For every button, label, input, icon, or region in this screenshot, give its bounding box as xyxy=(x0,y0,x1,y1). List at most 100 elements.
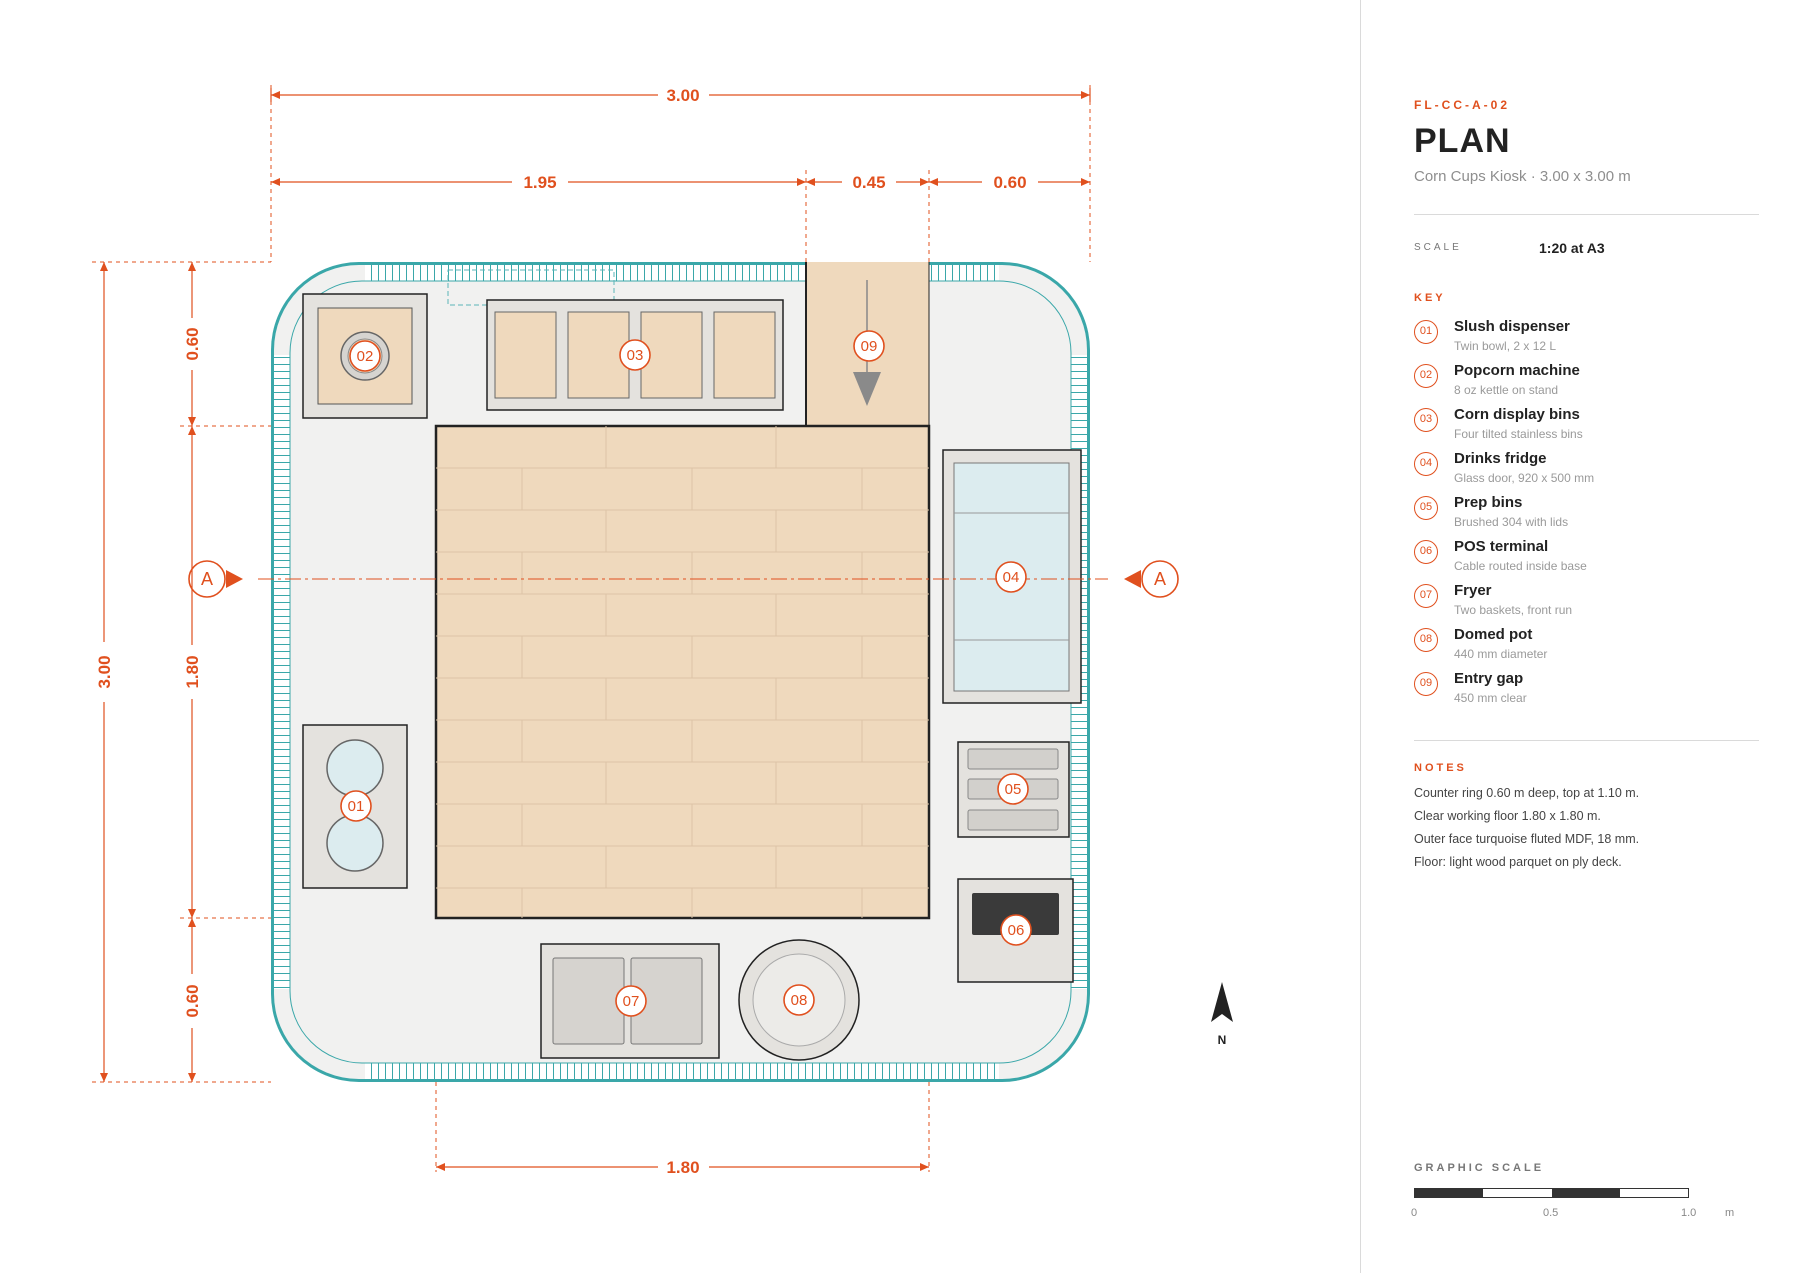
key-label: Domed pot xyxy=(1454,626,1533,643)
fluted-face-top-left xyxy=(365,265,805,281)
working-floor xyxy=(434,262,931,920)
key-label: Prep bins xyxy=(1454,494,1523,511)
graphic-scale-label: GRAPHIC SCALE xyxy=(1414,1162,1545,1174)
dim-top-segment-3: 0.60 xyxy=(993,173,1026,192)
key-item: 06 POS terminal Cable routed inside base xyxy=(1414,538,1754,580)
tag-09: 09 xyxy=(853,330,885,362)
tag-04: 04 xyxy=(995,561,1027,593)
key-item: 08 Domed pot 440 mm diameter xyxy=(1414,626,1754,668)
corn-display-bins xyxy=(486,299,784,411)
key-item: 03 Corn display bins Four tilted stainle… xyxy=(1414,406,1754,448)
tag-02: 02 xyxy=(349,340,381,372)
graphic-scale-tick: 1.0 xyxy=(1681,1207,1697,1219)
svg-text:02: 02 xyxy=(357,348,374,365)
key-desc: Glass door, 920 x 500 mm xyxy=(1454,471,1595,485)
note-line: Floor: light wood parquet on ply deck. xyxy=(1414,855,1622,869)
sheet-subtitle: Corn Cups Kiosk · 3.00 x 3.00 m xyxy=(1414,168,1631,185)
key-badge: 09 xyxy=(1414,672,1438,696)
key-badge: 06 xyxy=(1414,540,1438,564)
tag-07: 07 xyxy=(615,985,647,1017)
svg-text:01: 01 xyxy=(348,798,365,815)
divider xyxy=(1414,214,1759,215)
sheet-title: PLAN xyxy=(1414,122,1511,160)
north-label: N xyxy=(1218,1033,1227,1047)
svg-text:06: 06 xyxy=(1008,922,1025,939)
key-label: POS terminal xyxy=(1454,538,1549,555)
key-item: 04 Drinks fridge Glass door, 920 x 500 m… xyxy=(1414,450,1754,492)
key-badge: 05 xyxy=(1414,496,1438,520)
tag-03: 03 xyxy=(619,339,651,371)
key-badge: 02 xyxy=(1414,364,1438,388)
key-badge: 04 xyxy=(1414,452,1438,476)
dim-top-segment-2: 0.45 xyxy=(852,173,885,192)
graphic-scale-unit: m xyxy=(1725,1207,1735,1219)
fluted-face-top-right xyxy=(929,265,999,281)
note-line: Outer face turquoise fluted MDF, 18 mm. xyxy=(1414,832,1640,846)
section-arrow-left-icon xyxy=(226,570,243,588)
dim-left-overall: 3.00 xyxy=(95,655,114,688)
tag-01: 01 xyxy=(340,790,372,822)
sheet-code: FL-CC-A-02 xyxy=(1414,98,1510,112)
key-badge: 07 xyxy=(1414,584,1438,608)
key-badge: 03 xyxy=(1414,408,1438,432)
svg-text:09: 09 xyxy=(861,338,878,355)
key-label: Popcorn machine xyxy=(1454,362,1580,379)
tag-05: 05 xyxy=(997,773,1029,805)
graphic-scale-bar xyxy=(1414,1188,1689,1198)
scale-value: 1:20 at A3 xyxy=(1539,240,1605,256)
extension-lines xyxy=(92,85,1091,1172)
pos-terminal xyxy=(957,878,1074,983)
key-desc: Two baskets, front run xyxy=(1454,603,1573,617)
section-line: A A xyxy=(188,560,1179,598)
section-arrow-right-icon xyxy=(1124,570,1141,588)
svg-text:07: 07 xyxy=(623,993,640,1010)
divider xyxy=(1414,740,1759,741)
dim-left-segment-3: 0.60 xyxy=(183,984,202,1017)
dimension-lines xyxy=(100,88,1091,1171)
key-desc: 450 mm clear xyxy=(1454,691,1527,705)
key-label: Entry gap xyxy=(1454,670,1524,687)
svg-text:04: 04 xyxy=(1003,569,1020,586)
key-label: Slush dispenser xyxy=(1454,318,1570,335)
key-desc: Twin bowl, 2 x 12 L xyxy=(1454,339,1557,353)
fluted-face-bottom xyxy=(365,1063,999,1079)
key-desc: Four tilted stainless bins xyxy=(1454,427,1583,441)
key-badge: 08 xyxy=(1414,628,1438,652)
fluted-face-left xyxy=(274,355,290,989)
svg-text:08: 08 xyxy=(791,992,808,1009)
key-desc: 440 mm diameter xyxy=(1454,647,1548,661)
north-arrow-icon xyxy=(1211,982,1233,1022)
key-heading: KEY xyxy=(1414,292,1446,304)
dim-left-segment-1: 0.60 xyxy=(183,327,202,360)
key-item: 07 Fryer Two baskets, front run xyxy=(1414,582,1754,624)
scale-label: SCALE xyxy=(1414,242,1462,253)
section-tag-right: A xyxy=(1154,569,1166,589)
entry-direction-arrow-icon xyxy=(853,372,881,406)
key-desc: Brushed 304 with lids xyxy=(1454,515,1569,529)
svg-text:05: 05 xyxy=(1005,781,1022,798)
key-desc: 8 oz kettle on stand xyxy=(1454,383,1559,397)
key-badge: 01 xyxy=(1414,320,1438,344)
key-item: 05 Prep bins Brushed 304 with lids xyxy=(1414,494,1754,536)
kiosk-plan-drawing: A A 02 03 09 04 05 06 xyxy=(92,85,1233,1177)
dim-bottom-floor: 1.80 xyxy=(666,1158,699,1177)
key-desc: Cable routed inside base xyxy=(1454,559,1587,573)
svg-text:03: 03 xyxy=(627,347,644,364)
key-item: 09 Entry gap 450 mm clear xyxy=(1414,670,1754,712)
tag-06: 06 xyxy=(1000,914,1032,946)
notes-heading: NOTES xyxy=(1414,762,1467,774)
key-item: 02 Popcorn machine 8 oz kettle on stand xyxy=(1414,362,1754,404)
graphic-scale-tick: 0.5 xyxy=(1543,1207,1559,1219)
title-panel: FL-CC-A-02 PLAN Corn Cups Kiosk · 3.00 x… xyxy=(1360,0,1800,1273)
note-line: Clear working floor 1.80 x 1.80 m. xyxy=(1414,809,1601,823)
dim-top-overall: 3.00 xyxy=(666,86,699,105)
tag-08: 08 xyxy=(783,984,815,1016)
equipment-tags: 02 03 09 04 05 06 01 07 xyxy=(340,330,1032,1017)
dim-left-segment-2: 1.80 xyxy=(183,655,202,688)
dim-top-segment-1: 1.95 xyxy=(523,173,556,192)
note-line: Counter ring 0.60 m deep, top at 1.10 m. xyxy=(1414,786,1640,800)
graphic-scale-tick: 0 xyxy=(1411,1207,1418,1219)
key-label: Corn display bins xyxy=(1454,406,1580,423)
key-label: Drinks fridge xyxy=(1454,450,1547,467)
key-label: Fryer xyxy=(1454,582,1492,599)
